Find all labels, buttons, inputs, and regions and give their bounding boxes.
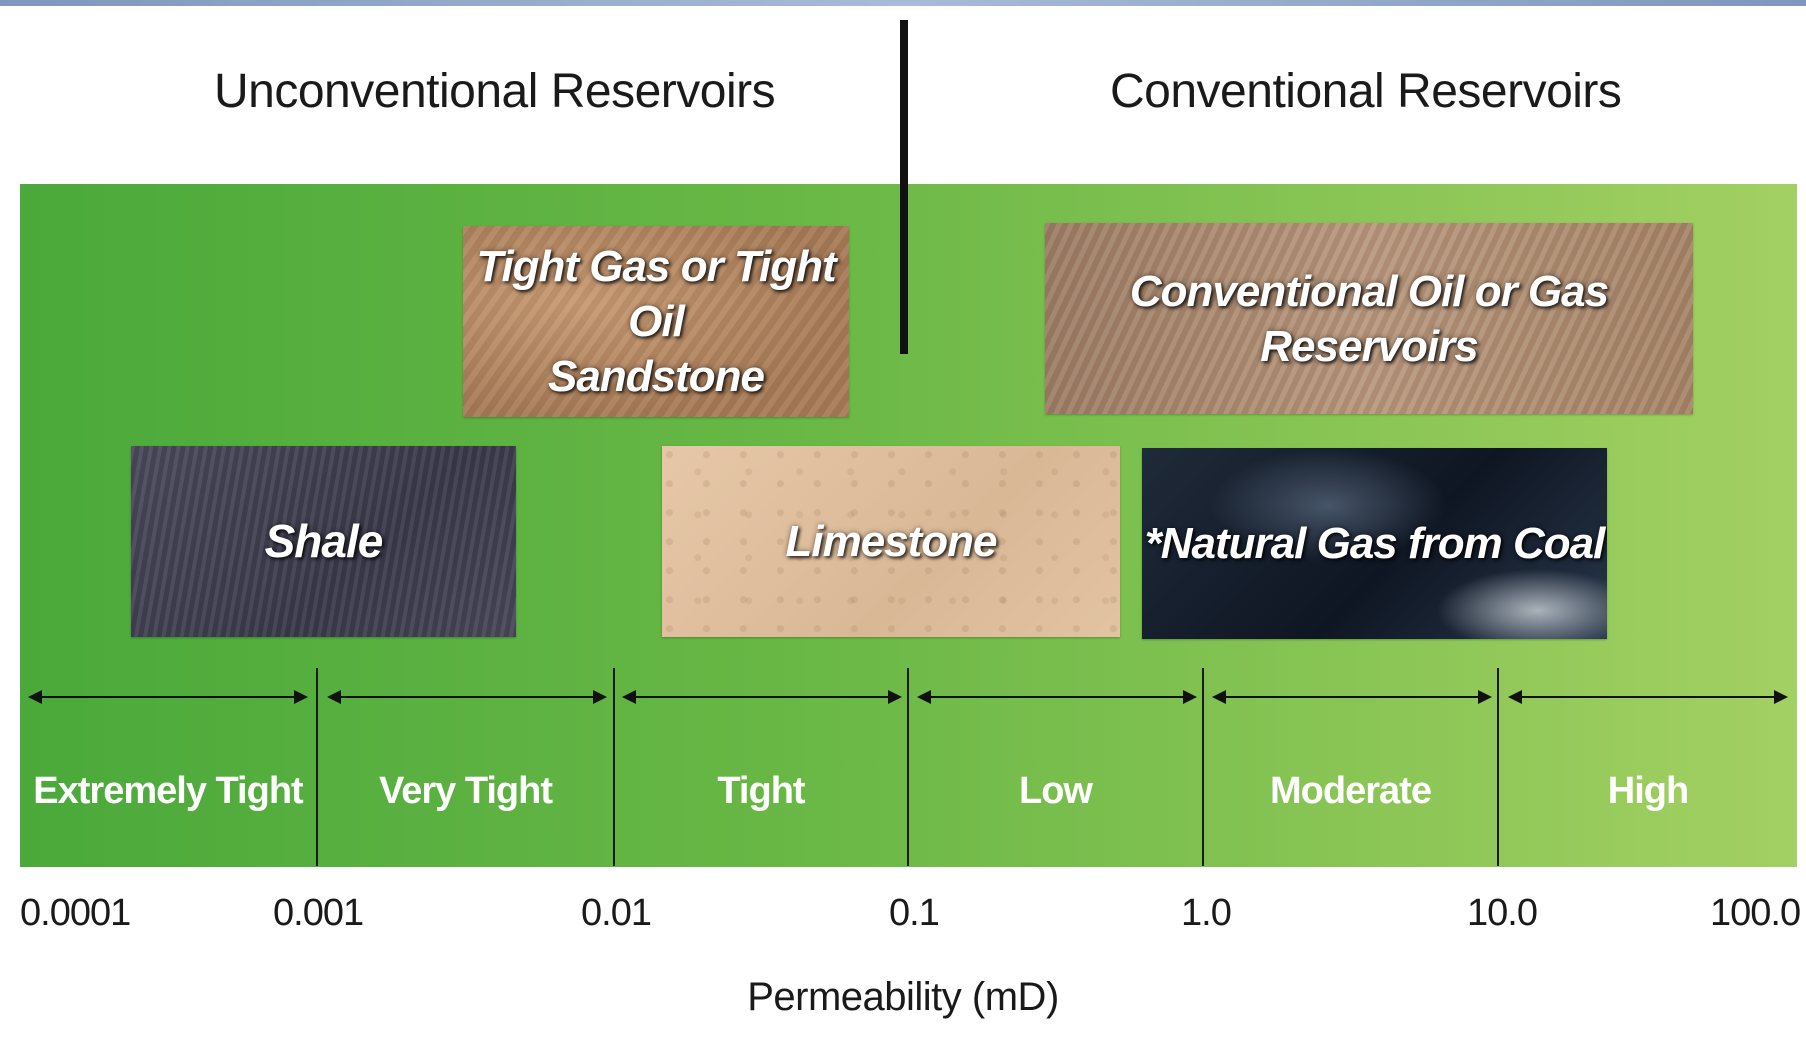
- range-boundary-line: [1497, 668, 1499, 866]
- tight-gas-label-line1: Tight Gas or Tight Oil: [476, 242, 836, 346]
- range-boundary-line: [907, 668, 909, 866]
- range-label-moderate: Moderate: [1270, 770, 1432, 812]
- axis-tick-label: 0.0001: [20, 892, 131, 934]
- unconventional-conventional-divider: [900, 20, 908, 354]
- tile-tight-gas-sandstone: Tight Gas or Tight Oil Sandstone: [463, 226, 849, 417]
- range-label-tight: Tight: [717, 770, 805, 812]
- axis-tick-label: 0.01: [581, 892, 652, 934]
- axis-tick-label: 1.0: [1181, 892, 1232, 934]
- tile-shale: Shale: [131, 446, 516, 637]
- shale-label: Shale: [264, 514, 384, 567]
- tile-natural-gas-coal: *Natural Gas from Coal: [1142, 448, 1607, 639]
- range-arrow-moderate: [1212, 690, 1492, 704]
- range-arrow-low: [917, 690, 1197, 704]
- axis-tick-label: 0.1: [889, 892, 940, 934]
- range-arrow-tight: [622, 690, 902, 704]
- axis-tick-label: 10.0: [1467, 892, 1538, 934]
- coal-label: *Natural Gas from Coal: [1144, 519, 1606, 568]
- range-label-low: Low: [1019, 770, 1093, 812]
- tile-conventional-reservoirs: Conventional Oil or Gas Reservoirs: [1045, 223, 1693, 414]
- range-boundary-line: [613, 668, 615, 866]
- range-arrow-high: [1508, 690, 1788, 704]
- range-boundary-line: [1202, 668, 1204, 866]
- tile-limestone: Limestone: [662, 446, 1120, 637]
- range-arrow-very-tight: [327, 690, 607, 704]
- tight-gas-label-line2: Sandstone: [548, 352, 765, 401]
- axis-tick-label: 100.0: [1710, 892, 1801, 934]
- range-label-high: High: [1607, 770, 1689, 812]
- limestone-label: Limestone: [785, 517, 997, 566]
- top-border-strip: [0, 0, 1806, 6]
- range-label-extremely-tight: Extremely Tight: [33, 770, 303, 812]
- range-label-very-tight: Very Tight: [378, 770, 553, 812]
- heading-unconventional: Unconventional Reservoirs: [214, 65, 776, 118]
- axis-title: Permeability (mD): [747, 975, 1059, 1019]
- range-arrow-extremely-tight: [28, 690, 308, 704]
- range-boundary-line: [316, 668, 318, 866]
- axis-tick-label: 0.001: [273, 892, 364, 934]
- conventional-label: Conventional Oil or Gas Reservoirs: [1129, 266, 1609, 371]
- heading-conventional: Conventional Reservoirs: [1110, 65, 1622, 118]
